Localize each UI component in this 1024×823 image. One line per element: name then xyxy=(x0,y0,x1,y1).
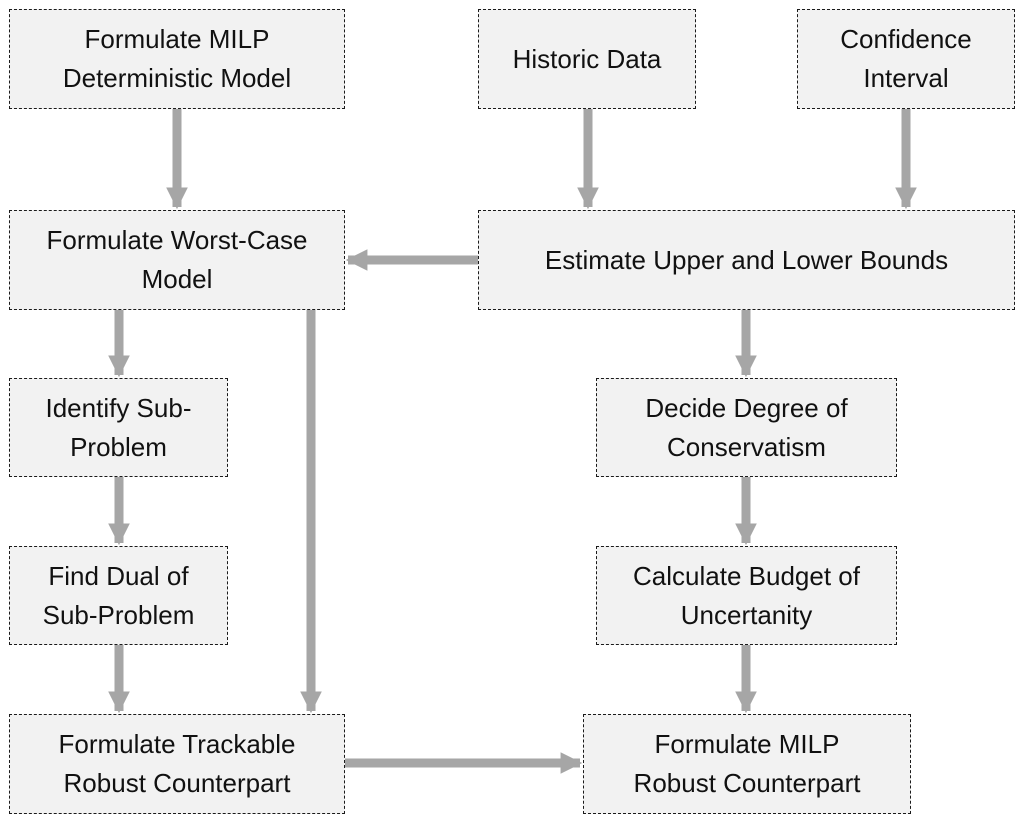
node-estimate-bounds: Estimate Upper and Lower Bounds xyxy=(478,210,1015,310)
node-line: Calculate Budget of xyxy=(633,560,860,591)
node-line: Confidence xyxy=(840,24,972,54)
node-line: Model xyxy=(141,264,213,294)
node-formulate-milp-deterministic: Formulate MILP Deterministic Model xyxy=(9,9,345,109)
node-calculate-budget: Calculate Budget of Uncertanity xyxy=(596,546,897,645)
node-formulate-milp-robust: Formulate MILP Robust Counterpart xyxy=(583,714,911,814)
node-line: Interval xyxy=(863,63,949,93)
node-line: Find Dual of xyxy=(48,560,189,591)
node-line: Robust Counterpart xyxy=(63,768,291,798)
node-formulate-worst-case: Formulate Worst-Case Model xyxy=(9,210,345,310)
node-historic-data: Historic Data xyxy=(478,9,696,109)
node-line: Estimate Upper and Lower Bounds xyxy=(544,244,949,275)
node-line: Deterministic Model xyxy=(62,63,292,93)
node-line: Uncertanity xyxy=(680,599,813,630)
node-line: Problem xyxy=(70,431,167,462)
node-line: Decide Degree of xyxy=(645,392,848,423)
node-line: Formulate MILP xyxy=(654,729,840,759)
node-confidence-interval: Confidence Interval xyxy=(797,9,1015,109)
node-line: Identify Sub- xyxy=(45,392,192,423)
node-line: Sub-Problem xyxy=(42,599,195,630)
node-formulate-trackable: Formulate Trackable Robust Counterpart xyxy=(9,714,345,814)
node-line: Robust Counterpart xyxy=(633,768,861,798)
node-decide-degree: Decide Degree of Conservatism xyxy=(596,378,897,477)
node-line: Historic Data xyxy=(512,43,662,74)
node-line: Formulate Worst-Case xyxy=(46,225,308,255)
node-line: Formulate Trackable xyxy=(58,729,296,759)
node-line: Formulate MILP xyxy=(84,24,270,54)
node-find-dual: Find Dual of Sub-Problem xyxy=(9,546,228,645)
node-line: Conservatism xyxy=(667,431,826,462)
node-identify-sub-problem: Identify Sub- Problem xyxy=(9,378,228,477)
